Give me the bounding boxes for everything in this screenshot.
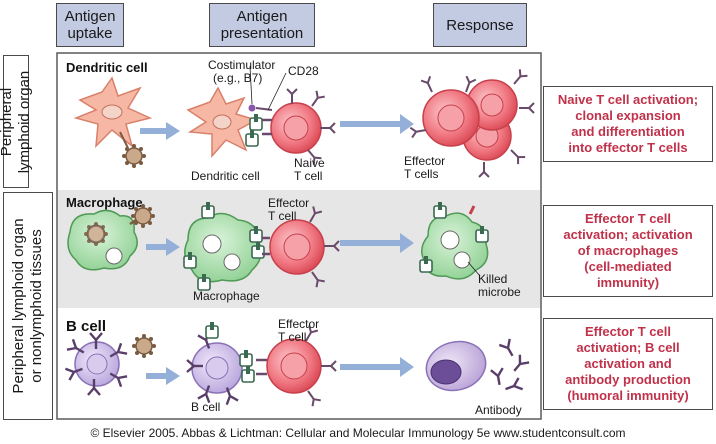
response-box-dendritic: Naive T cell activation; clonal expansio…	[543, 86, 713, 162]
arrow-macrophage-uptake-to-presentation	[146, 238, 180, 256]
label-effector: Effector	[268, 196, 309, 210]
dendritic-cell-uptake	[73, 76, 153, 169]
dendritic-cell-presenting	[186, 86, 263, 158]
b-cell-uptake	[64, 331, 157, 397]
naive-t-cell	[255, 88, 336, 166]
label-cd28: CD28	[288, 64, 319, 78]
side-label-peripheral-lymphoid-organ: Peripheral lymphoid organ	[0, 55, 33, 188]
arrow-macrophage-presentation-to-response	[340, 233, 414, 253]
row-title-macrophage: Macrophage	[66, 195, 143, 210]
header-response: Response	[433, 3, 527, 47]
label-b-cell: B cell	[191, 400, 220, 414]
label-t-cell: T cell	[294, 169, 322, 183]
row-title-dendritic: Dendritic cell	[66, 60, 148, 75]
header-antigen-presentation: Antigen presentation	[209, 3, 315, 47]
label-antibody: Antibody	[475, 403, 522, 417]
response-box-macrophage: Effector T cell activation; activation o…	[543, 205, 713, 297]
label-macrophage: Macrophage	[193, 289, 260, 303]
effector-t-cell-macrophage	[262, 205, 340, 289]
label-costimulator-example: (e.g., B7)	[213, 71, 262, 85]
arrow-presentation-to-response	[340, 114, 414, 134]
macrophage-uptake	[67, 203, 156, 271]
label-effector: Effector	[278, 317, 319, 331]
arrow-bcell-presentation-to-response	[340, 357, 414, 377]
effector-t-cells	[409, 68, 535, 178]
header-antigen-uptake: Antigen uptake	[56, 3, 124, 47]
label-t-cell: T cell	[278, 330, 306, 344]
label-naive: Naive	[294, 156, 325, 170]
effector-t-cell-bcell	[256, 324, 337, 408]
label-costimulator: Costimulator	[208, 58, 275, 72]
label-effector-t-cells: T cells	[404, 167, 438, 181]
macrophage-presenting	[183, 201, 265, 291]
activated-macrophage	[419, 201, 489, 280]
b-cell-presenting	[185, 321, 255, 406]
costimulator-b7-icon	[248, 104, 256, 112]
label-effector: Effector	[404, 154, 445, 168]
arrow-uptake-to-presentation	[140, 122, 180, 140]
label-t-cell: T cell	[268, 209, 296, 223]
label-microbe: microbe	[478, 285, 521, 299]
copyright-footer: © Elsevier 2005. Abbas & Lichtman: Cellu…	[90, 426, 626, 440]
plasma-cell	[425, 340, 487, 392]
immunology-diagram: Dendritic cell Macrophage B cell Costimu…	[56, 52, 542, 420]
label-dendritic-cell: Dendritic cell	[191, 169, 260, 183]
label-killed: Killed	[478, 272, 507, 286]
response-box-bcell: Effector T cell activation; B cell activ…	[543, 318, 713, 410]
row-title-bcell: B cell	[66, 318, 106, 335]
arrow-bcell-uptake-to-presentation	[146, 367, 180, 385]
side-label-peripheral-or-nonlymphoid: Peripheral lymphoid organ or nonlymphoid…	[3, 192, 53, 420]
